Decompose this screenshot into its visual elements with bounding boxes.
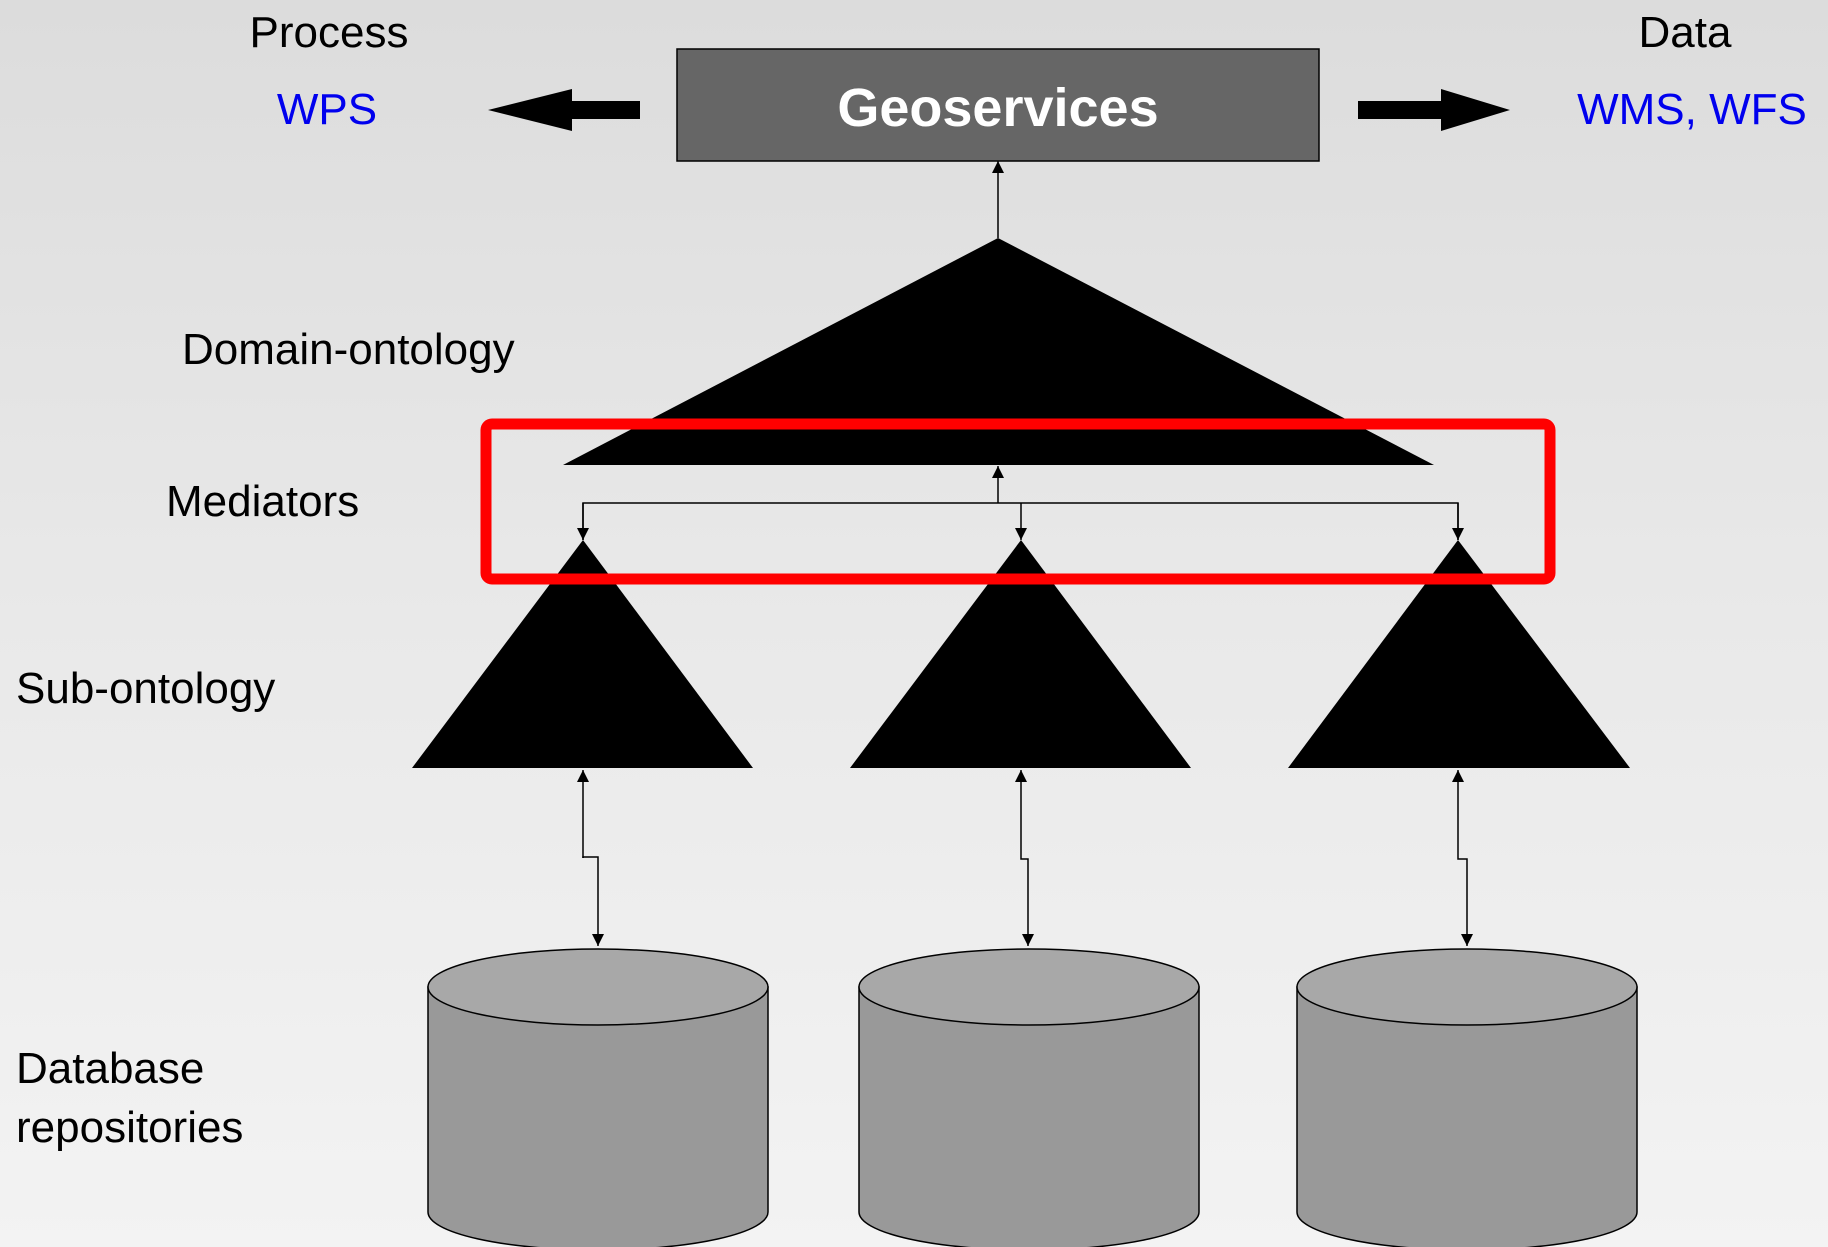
db-connector-right: [1452, 770, 1473, 946]
database-label-line2: repositories: [16, 1103, 243, 1152]
sub-ontology-triangle-middle: [850, 540, 1191, 768]
db-connector-middle: [1015, 770, 1034, 946]
db-connector-left: [577, 770, 604, 946]
database-label-line1: Database: [16, 1044, 204, 1093]
sub-ontology-label: Sub-ontology: [16, 664, 275, 713]
process-label: Process: [250, 8, 409, 57]
sub-ontology-triangle-left: [412, 540, 753, 768]
wps-label: WPS: [277, 85, 377, 134]
database-cylinder-left: [427, 948, 769, 1247]
mediators-label: Mediators: [166, 477, 359, 526]
geoservices-box: [676, 48, 1320, 162]
geoservices-title: Geoservices: [837, 78, 1158, 138]
data-label: Data: [1639, 8, 1732, 57]
sub-ontology-triangle-right: [1288, 540, 1630, 768]
mediators-highlight: [480, 418, 1556, 585]
database-cylinder-middle: [858, 948, 1200, 1247]
database-cylinder-right: [1296, 948, 1638, 1247]
right-thick-arrow: [1358, 89, 1510, 131]
domain-ontology-label: Domain-ontology: [182, 325, 515, 374]
left-thick-arrow: [488, 89, 640, 131]
wms-wfs-label: WMS, WFS: [1577, 85, 1807, 134]
domain-ontology-triangle: [563, 238, 1434, 465]
